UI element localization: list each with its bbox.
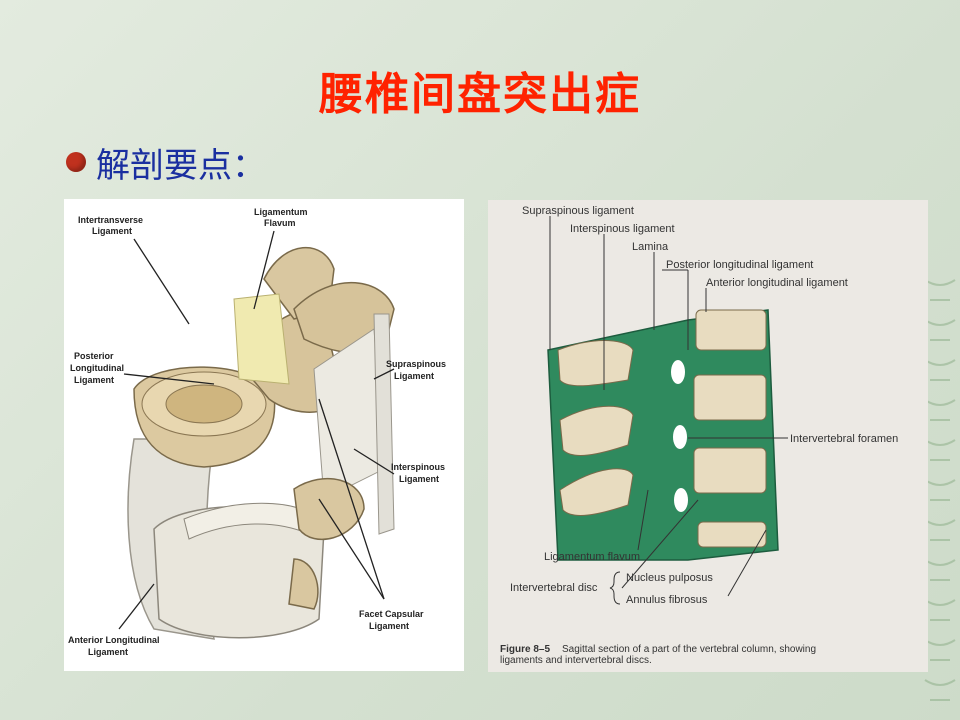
vertebral-body-2 <box>693 374 767 421</box>
foramen-1 <box>671 360 685 384</box>
label-flavum-1: Ligamentum <box>254 207 308 217</box>
nucleus-core <box>165 384 243 424</box>
label-intertransverse-2: Ligament <box>92 226 132 236</box>
left-leader-lines <box>118 230 395 630</box>
label-interspinous: Interspinous ligament <box>570 223 675 235</box>
disc-brace <box>609 571 621 605</box>
spinous-process-1 <box>557 340 634 387</box>
label-supraspinous-2: Ligament <box>394 371 434 381</box>
label-posterior-1: Posterior <box>74 351 114 361</box>
label-intervertebral-foramen: Intervertebral foramen <box>790 433 898 445</box>
label-interspinous-2: Ligament <box>399 474 439 484</box>
label-posterior-longitudinal: Posterior longitudinal ligament <box>666 259 813 271</box>
right-figure-drawing: Supraspinous ligament Interspinous ligam… <box>500 205 898 666</box>
vertebral-body-3 <box>693 447 767 494</box>
label-supraspinous: Supraspinous ligament <box>522 205 634 217</box>
spinous-process-2 <box>559 405 634 456</box>
ligamentum-flavum-shape <box>233 293 290 385</box>
vertebral-body-lower <box>153 505 325 639</box>
label-posterior-3: Ligament <box>74 375 114 385</box>
spinous-process-3 <box>559 468 634 516</box>
right-anatomy-figure: Supraspinous ligament Interspinous ligam… <box>488 200 928 672</box>
caption-label: Figure 8–5 <box>500 644 550 655</box>
label-intertransverse-1: Intertransverse <box>78 215 143 225</box>
bullet-item: 解剖要点： <box>66 138 266 186</box>
decorative-pattern <box>924 279 956 701</box>
bullet-text: 解剖要点： <box>96 145 266 186</box>
vertebral-body-1 <box>695 309 767 351</box>
left-anatomy-figure: Intertransverse Ligament Ligamentum Flav… <box>64 199 464 671</box>
foramen-2 <box>673 425 687 449</box>
foramen-3 <box>674 488 688 512</box>
label-nucleus-pulposus: Nucleus pulposus <box>626 572 713 584</box>
label-intervertebral-disc: Intervertebral disc <box>510 582 598 594</box>
spinous-process-bottom <box>288 558 319 610</box>
label-posterior-2: Longitudinal <box>70 363 124 373</box>
label-anterior-1: Anterior Longitudinal <box>68 635 160 645</box>
label-facet-1: Facet Capsular <box>359 609 424 619</box>
facet-process-lower <box>293 477 365 540</box>
label-anterior-2: Ligament <box>88 647 128 657</box>
bullet-dot-icon <box>66 152 86 172</box>
slide-title: 腰椎间盘突出症 <box>319 69 641 120</box>
label-supraspinous-1: Supraspinous <box>386 359 446 369</box>
label-flavum-2: Flavum <box>264 218 296 228</box>
left-figure-drawing: Intertransverse Ligament Ligamentum Flav… <box>68 207 446 657</box>
right-leader-lines <box>549 216 788 597</box>
label-anterior-longitudinal: Anterior longitudinal ligament <box>706 277 848 289</box>
supraspinous-ligament-shape <box>373 313 395 535</box>
label-facet-2: Ligament <box>369 621 409 631</box>
label-ligamentum-flavum: Ligamentum flavum <box>544 551 640 563</box>
label-annulus-fibrosus: Annulus fibrosus <box>626 594 708 606</box>
caption-line-1: Sagittal section of a part of the verteb… <box>562 644 816 655</box>
label-interspinous-1: Interspinous <box>391 462 445 472</box>
label-lamina: Lamina <box>632 241 669 253</box>
vertebral-body-4 <box>697 521 767 548</box>
caption-line-2: ligaments and intervertebral discs. <box>500 655 652 666</box>
